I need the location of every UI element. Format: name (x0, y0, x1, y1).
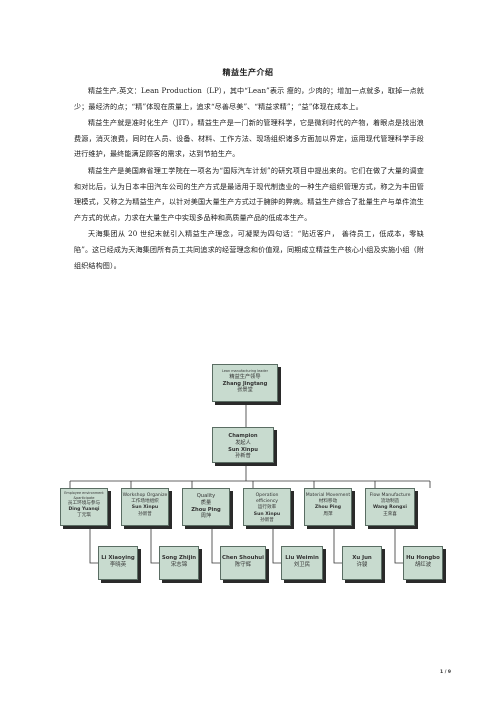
member-box-song-zhijin: Song Zhijin 宋志锦 (159, 546, 199, 580)
team-box-employee: Employee environment &participate 员工环境与参… (60, 488, 108, 526)
team-box-material: Material Movement 材料移动 Zhou Ping 周萍 (304, 488, 352, 526)
team-box-flow: Flow Manufacture 流动制造 Wang Rongxi 王荣喜 (365, 488, 415, 526)
team-box-quality: Quality 质量 Zhou Ping 周萍 (182, 488, 230, 526)
member-box-liu-weimin: Liu Weimin 刘卫民 (281, 546, 323, 580)
leader-box: Lean manufacturing leader 精益生产领导 Zhang J… (212, 364, 278, 402)
member-box-xu-jun: Xu Jun 许骏 (342, 546, 382, 580)
champion-box: Champion 发起人 Sun Xinpu 孙新普 (212, 427, 274, 463)
paragraph-2: 精益生产就是准时化生产（JIT），精益生产是一门新的管理科学，它是微利时代的产物… (74, 118, 424, 159)
member-box-chen-shouhui: Chen Shouhui 陈守辉 (220, 546, 266, 580)
org-chart: Lean manufacturing leader 精益生产领导 Zhang J… (60, 363, 446, 625)
paragraph-1: 精益生产,英文：Lean Production（LP），其中“Lean”表示 瘦… (74, 86, 424, 111)
member-box-li-xiaoying: Li Xiaoying 李晓英 (98, 546, 138, 580)
paragraph-4: 天海集团从 20 世纪末就引入精益生产理念，可凝聚为四句话：“贴近客户， 善待员… (74, 229, 424, 270)
team-box-operation: Operation efficiency 运行效率 Sun Xinpu 孙新普 (243, 488, 291, 526)
org-chart-connectors (69, 403, 431, 564)
member-box-hu-hongbo: Hu Hongbo 胡红波 (403, 546, 443, 580)
paragraph-3: 精益生产是美国麻省理工学院在一项名为“国际汽车计划”的研究项目中提出来的。它们在… (74, 165, 424, 222)
document-title: 精益生产介绍 (222, 68, 274, 77)
body-text: 精益生产,英文：Lean Production（LP），其中“Lean”表示 瘦… (74, 83, 424, 274)
page-number: 1 / 9 (440, 670, 452, 675)
team-box-workshop: Workshop Organize 工作场地组织 Sun Xinpu 孙新普 (121, 488, 169, 526)
